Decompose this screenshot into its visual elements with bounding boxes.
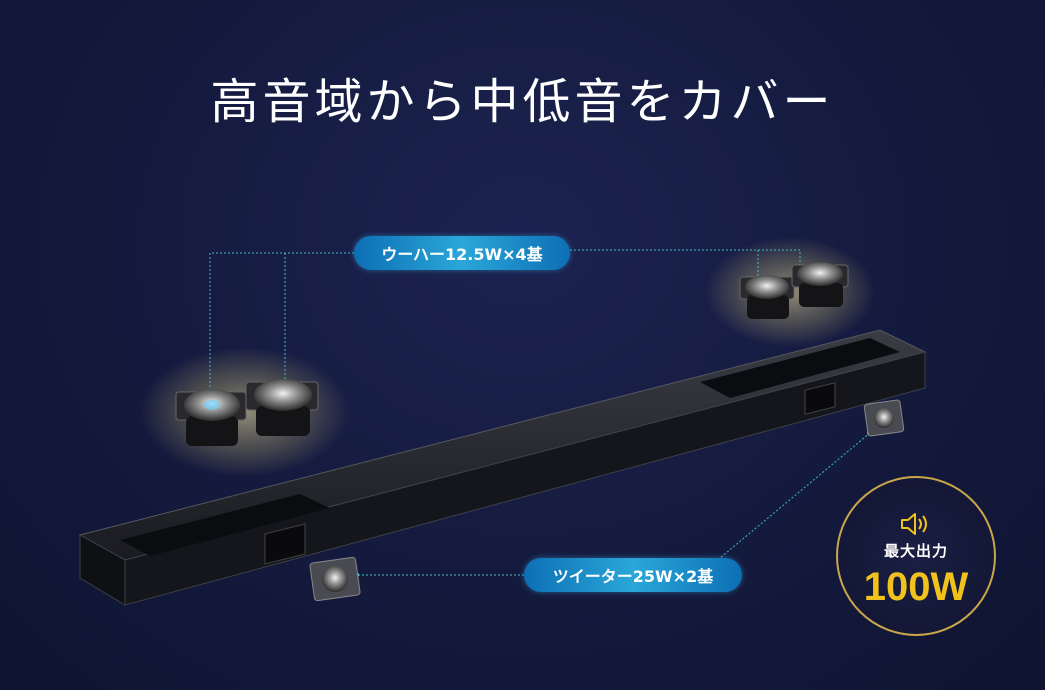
speaker-icon: [901, 512, 927, 535]
max-output-value: 100W: [863, 564, 969, 609]
woofer-right-1: [739, 275, 795, 319]
woofer-callout: ウーハー12.5W×4基: [354, 236, 570, 270]
tweeter-callout: ツイーター25W×2基: [524, 558, 742, 592]
max-output-badge: 最大出力 100W: [836, 476, 996, 636]
woofer-right-2: [791, 262, 849, 307]
soundbar-chassis: [78, 329, 927, 606]
woofer-left-1: [175, 389, 247, 446]
tweeter-left: [309, 556, 361, 602]
leader-lines: [209, 249, 871, 576]
max-output-label: 最大出力: [883, 541, 948, 560]
tweeter-right: [863, 399, 905, 437]
page-title: 高音域から中低音をカバー: [210, 74, 835, 130]
woofer-left-2: [245, 379, 319, 436]
